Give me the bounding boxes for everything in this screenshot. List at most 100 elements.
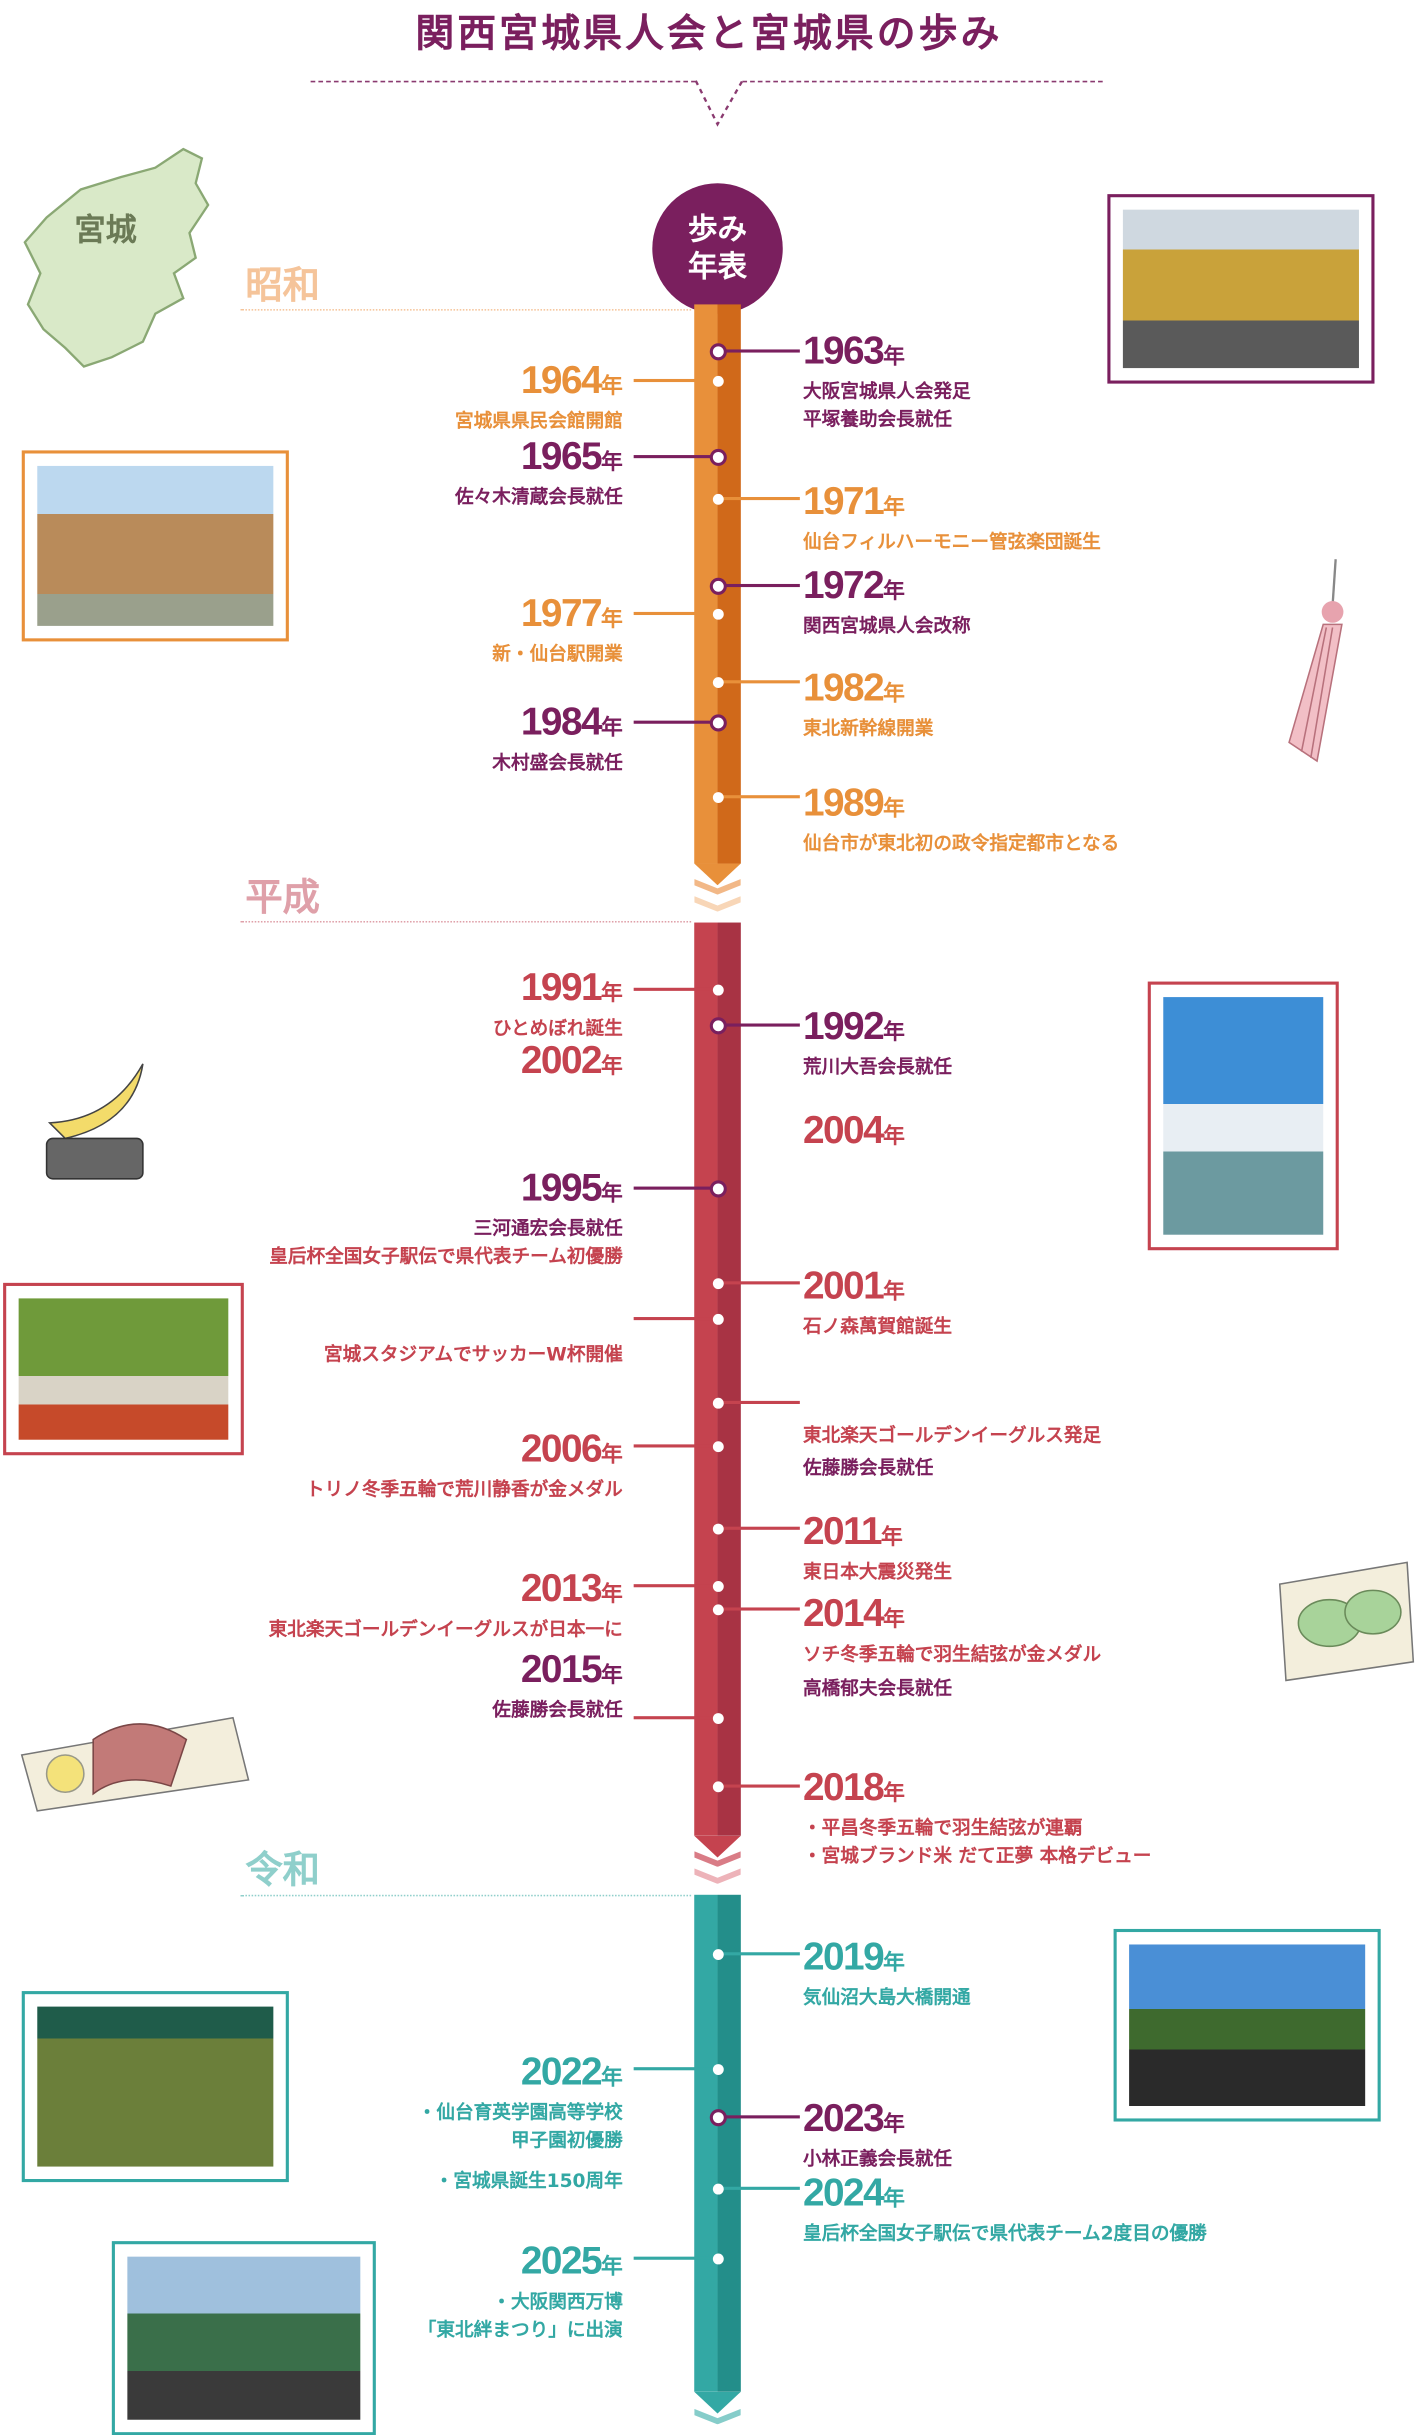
timeline-dot-marker: [712, 1948, 723, 1960]
event-description: 大阪宮城県人会発足: [802, 380, 971, 403]
event-description: 仙台フィルハーモニー管弦楽団誕生: [802, 531, 1101, 553]
event-1977: 1977年新・仙台駅開業: [492, 592, 622, 668]
year-number: 2014: [802, 1591, 885, 1636]
connector-line: [717, 1952, 800, 1956]
timeline-ring-marker: [708, 713, 727, 731]
timeline-dot-marker: [712, 493, 723, 504]
connector-line: [633, 1317, 718, 1321]
event-1991: 1991年ひとめぼれ誕生: [493, 966, 623, 1042]
connector-line: [717, 1526, 800, 1530]
year-suffix: 年: [883, 795, 905, 821]
year-suffix: 年: [883, 343, 905, 369]
event-note: 宮城スタジアムでサッカーW杯開催: [324, 1340, 623, 1368]
year-number: 2015: [520, 1647, 603, 1692]
year-number: 2025: [520, 2239, 603, 2284]
timeline-dot-marker: [712, 2182, 723, 2194]
title-divider-left: [310, 80, 696, 83]
hub-label-1: 歩み: [687, 212, 748, 247]
timeline-dot-marker: [712, 1440, 723, 1452]
photo-sendai-station: [21, 450, 289, 642]
event-2018: 2018年・平昌冬季五輪で羽生結弦が連覇・宮城ブランド米 だて正夢 本格デビュー: [803, 1766, 1151, 1870]
event-description: 東北新幹線開業: [802, 717, 934, 740]
connector-line: [717, 583, 800, 588]
year-number: 2023: [802, 2096, 885, 2141]
event-2002: 2002年: [521, 1039, 623, 1087]
event-description: 高橋郁夫会長就任: [802, 1677, 953, 1700]
event-description: ・仙台育英学園高等学校: [417, 2101, 623, 2124]
year-suffix: 年: [883, 1122, 905, 1148]
timeline-ring-marker: [708, 2108, 727, 2126]
event-2023: 2023年小林正義会長就任: [803, 2097, 952, 2173]
year-suffix: 年: [601, 714, 623, 740]
event-description: 宮城県県民会館開館: [455, 410, 623, 432]
event-2022: 2022年・仙台育英学園高等学校甲子園初優勝・宮城県誕生150周年: [418, 2050, 623, 2194]
year-number: 1963: [802, 329, 885, 373]
chevron-icon: [694, 1868, 741, 1884]
timeline-dot-marker: [712, 791, 723, 803]
event-description: 荒川大吾会長就任: [802, 1056, 953, 1078]
event-description: 三河通宏会長就任: [473, 1217, 623, 1240]
timeline-ring-marker: [708, 1016, 727, 1034]
connector-line: [633, 1716, 718, 1720]
connector-line: [717, 1784, 800, 1788]
timeline-dot-marker: [712, 1603, 723, 1615]
year-number: 2004: [802, 1108, 885, 1153]
event-2006: 2006年トリノ冬季五輪で荒川静香が金メダル: [306, 1427, 623, 1503]
event-year: 2022年: [418, 2050, 623, 2098]
connector-line: [633, 611, 718, 616]
timeline-dot-marker: [712, 1397, 723, 1408]
event-2004: 2004年: [803, 1109, 905, 1157]
year-suffix: 年: [883, 1949, 905, 1974]
event-year: 2002年: [521, 1039, 623, 1087]
timeline-ring-marker: [708, 576, 727, 595]
year-suffix: 年: [601, 1053, 623, 1078]
timeline-dot-marker: [712, 1780, 723, 1792]
year-suffix: 年: [883, 1779, 905, 1805]
page-title: 関西宮城県人会と宮城県の歩み: [415, 10, 1003, 56]
era-divider-showa: [240, 309, 692, 311]
event-description: 仙台市が東北初の政令指定都市となる: [802, 832, 1120, 855]
timeline-ring-marker: [708, 1179, 727, 1197]
event-year: 2014年: [803, 1592, 1101, 1640]
chevron-icon: [694, 896, 741, 912]
event-description: 小林正義会長就任: [802, 2147, 953, 2170]
map-label: 宮城: [74, 211, 137, 249]
photo-retro-bus: [1107, 194, 1375, 384]
timeline-dot-marker: [712, 1313, 723, 1325]
year-suffix: 年: [883, 680, 905, 706]
year-number: 1982: [802, 666, 885, 710]
photo-kizuna-festival: [111, 2241, 376, 2435]
event-description: 宮城スタジアムでサッカーW杯開催: [323, 1343, 623, 1366]
event-1965: 1965年佐々木清蔵会長就任: [455, 435, 623, 511]
connector-line: [633, 2256, 718, 2260]
hub-label-2: 年表: [687, 250, 748, 285]
timeline-dot-marker: [712, 676, 723, 688]
event-2019: 2019年気仙沼大島大橋開通: [803, 1935, 971, 2011]
event-description: トリノ冬季五輪で荒川静香が金メダル: [305, 1478, 623, 1501]
photo-oshima-bridge: [1113, 1928, 1381, 2122]
year-suffix: 年: [883, 2185, 905, 2211]
event-2024: 2024年皇后杯全国女子駅伝で県代表チーム2度目の優勝: [803, 2171, 1207, 2247]
year-suffix: 年: [601, 980, 623, 1005]
year-suffix: 年: [601, 1180, 623, 1206]
event-description: ソチ冬季五輪で羽生結弦が金メダル: [802, 1643, 1102, 1665]
event-year: 2018年: [803, 1766, 1151, 1814]
connector-line: [717, 1400, 800, 1405]
connector-line: [633, 720, 718, 724]
connector-line: [633, 378, 718, 383]
photo-koshien-stadium: [21, 1991, 289, 2183]
year-number: 1964: [520, 358, 603, 403]
year-suffix: 年: [883, 1605, 905, 1631]
connector-line: [717, 795, 800, 799]
timeline-dot-marker: [712, 2252, 723, 2264]
event-1964: 1964年宮城県県民会館開館: [455, 359, 623, 435]
year-suffix: 年: [601, 1661, 623, 1687]
event-description: 佐々木清蔵会長就任: [455, 486, 623, 508]
connector-line: [717, 2115, 800, 2119]
event-description: 新・仙台駅開業: [492, 642, 623, 665]
event-year: 1965年: [455, 435, 623, 483]
year-suffix: 年: [601, 1581, 623, 1606]
timeline-dot-marker: [712, 608, 723, 619]
event-description: 東北楽天ゴールデンイーグルス発足: [802, 1424, 1102, 1446]
